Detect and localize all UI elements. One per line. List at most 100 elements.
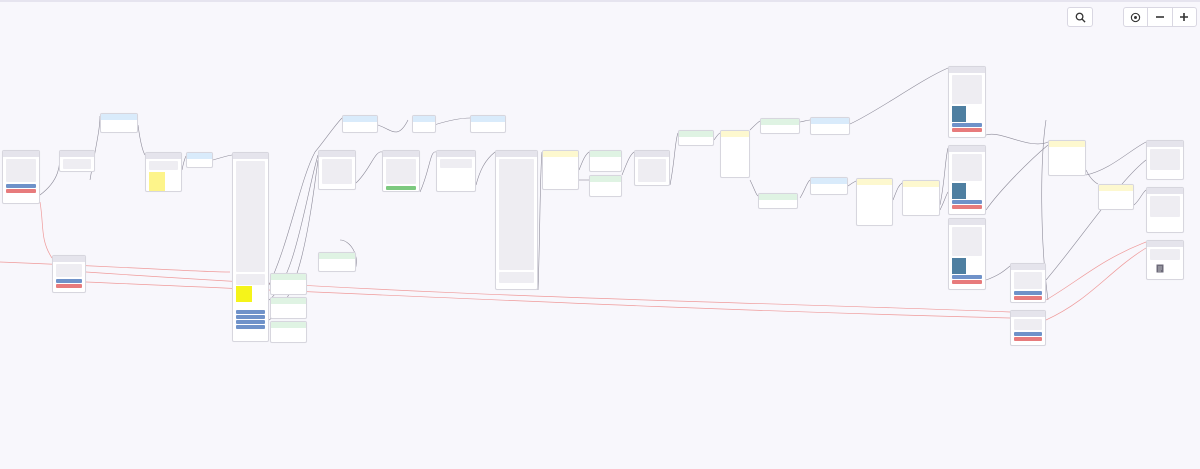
flow-node[interactable] (1098, 184, 1134, 210)
flow-node[interactable] (589, 150, 622, 172)
node-button[interactable] (952, 127, 982, 132)
node-header (60, 151, 94, 157)
flow-node[interactable] (720, 130, 750, 178)
dot-grid (440, 170, 472, 190)
node-header (437, 151, 475, 157)
node-button[interactable] (56, 283, 82, 288)
node-button[interactable] (1014, 295, 1042, 300)
node-text-block (386, 159, 416, 184)
search-control[interactable] (1067, 7, 1093, 27)
flow-node[interactable] (412, 115, 436, 133)
node-image (952, 182, 966, 199)
zoom-in-button[interactable] (1173, 7, 1196, 27)
edge (578, 151, 590, 171)
flow-node[interactable] (342, 115, 378, 133)
flow-node[interactable] (495, 150, 538, 290)
edge (1045, 159, 1147, 281)
node-button[interactable] (236, 325, 265, 329)
flow-node[interactable] (1146, 240, 1184, 280)
edge (939, 191, 949, 211)
flow-node[interactable] (902, 180, 940, 216)
node-button[interactable] (6, 188, 36, 193)
flow-node[interactable] (470, 115, 506, 133)
flow-node[interactable] (318, 150, 356, 190)
flow-node[interactable] (810, 177, 848, 195)
flow-node[interactable] (760, 118, 800, 134)
node-button[interactable] (236, 310, 265, 314)
flow-node[interactable] (270, 297, 307, 319)
edge (475, 151, 496, 186)
node-button[interactable] (1014, 290, 1042, 295)
node-text-block (952, 227, 982, 256)
edge (137, 124, 146, 156)
edge (39, 151, 61, 196)
node-button[interactable] (1014, 336, 1042, 341)
flow-node[interactable] (1010, 263, 1046, 303)
edge (377, 119, 409, 133)
flow-node[interactable] (318, 252, 356, 272)
flow-node[interactable] (678, 130, 714, 146)
flow-node[interactable] (270, 273, 307, 295)
node-header (146, 153, 181, 159)
flow-node[interactable] (634, 150, 670, 186)
node-text-block (6, 159, 36, 182)
flow-node[interactable] (100, 113, 138, 133)
node-button[interactable] (56, 278, 82, 283)
node-text-block (149, 161, 178, 170)
flow-node[interactable] (52, 255, 86, 293)
edge (433, 117, 471, 126)
node-button[interactable] (236, 315, 265, 319)
flow-node[interactable] (382, 150, 420, 192)
node-text-block (638, 159, 666, 182)
edge (985, 265, 1011, 281)
node-header (187, 153, 212, 159)
document-icon (1156, 264, 1164, 272)
flow-node[interactable] (186, 152, 213, 168)
flow-node[interactable] (270, 321, 307, 343)
flow-node[interactable] (542, 150, 579, 190)
flow-node[interactable] (59, 150, 95, 172)
node-text-block (322, 159, 352, 184)
node-button[interactable] (386, 185, 416, 190)
edge (1085, 169, 1099, 185)
node-button[interactable] (1014, 331, 1042, 336)
flow-node[interactable] (436, 150, 476, 192)
node-button[interactable] (952, 274, 982, 279)
node-button[interactable] (6, 183, 36, 188)
flow-node[interactable] (1146, 187, 1184, 233)
flow-node[interactable] (1146, 140, 1184, 180)
node-button[interactable] (952, 279, 982, 284)
edge (985, 144, 1049, 211)
node-button[interactable] (952, 122, 982, 127)
node-header (343, 116, 377, 122)
node-header (1147, 188, 1183, 194)
node-button[interactable] (952, 199, 982, 204)
node-button[interactable] (236, 320, 265, 324)
flow-node[interactable] (948, 66, 986, 138)
node-header (949, 146, 985, 152)
node-button[interactable] (952, 204, 982, 209)
edge (419, 151, 437, 193)
flow-node[interactable] (2, 150, 40, 204)
node-header (811, 178, 847, 184)
edge (212, 154, 233, 161)
flow-node[interactable] (948, 218, 986, 290)
zoom-out-button[interactable] (1148, 7, 1171, 27)
center-button[interactable] (1124, 7, 1147, 27)
flow-node[interactable] (1048, 140, 1086, 176)
flow-node[interactable] (810, 117, 850, 135)
flow-node[interactable] (145, 152, 182, 192)
node-header (271, 322, 306, 328)
flow-node[interactable] (948, 145, 986, 215)
flow-node[interactable] (758, 193, 798, 209)
flow-node[interactable] (589, 175, 622, 197)
edge (355, 151, 383, 184)
flow-node[interactable] (232, 152, 269, 342)
flow-node[interactable] (856, 178, 893, 226)
edge (621, 151, 635, 176)
node-header (679, 131, 713, 137)
search-button[interactable] (1070, 7, 1090, 27)
flow-node[interactable] (1010, 310, 1046, 346)
edge-red (1045, 241, 1147, 301)
